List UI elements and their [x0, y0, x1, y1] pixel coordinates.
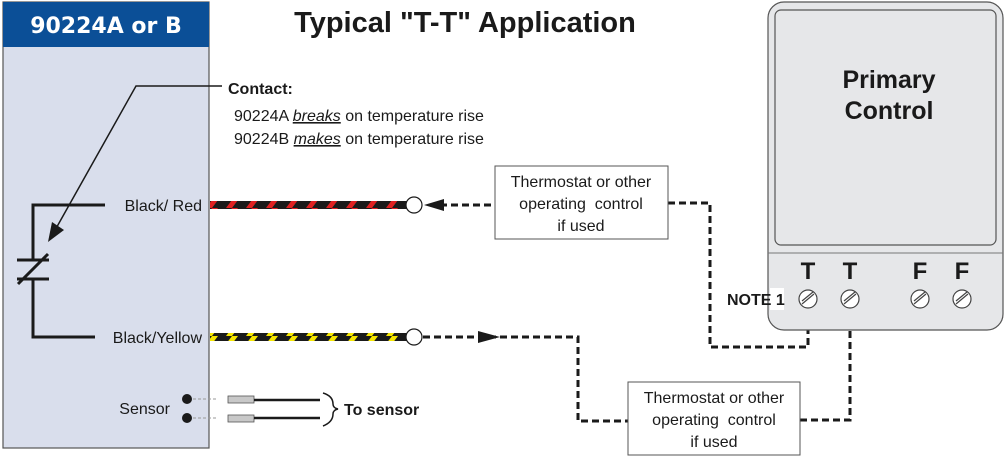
svg-text:if used: if used: [557, 218, 604, 235]
switch-circuit: [16, 203, 105, 339]
arrow-left-icon: [424, 199, 444, 211]
primary-control-title-2: Control: [845, 97, 934, 125]
sensor-connection: Sensor To sensor: [119, 392, 419, 427]
contact-line-b: 90224B makes on temperature rise: [234, 131, 484, 148]
wire-label-black-yellow: Black/Yellow: [113, 330, 203, 347]
brace-icon: [322, 392, 339, 427]
device-model-label: 90224A or B: [30, 14, 182, 39]
contact-heading: Contact:: [228, 81, 293, 98]
svg-text:operating control: operating control: [652, 412, 776, 429]
device-panel: 90224A or B: [2, 1, 210, 449]
svg-text:operating control: operating control: [519, 196, 643, 213]
screw-terminal-icon: [840, 289, 860, 309]
optional-control-lower: Thermostat or other operating control if…: [627, 381, 801, 456]
sensor-terminal-icon: [182, 413, 192, 423]
contact-leader-line: [53, 85, 222, 233]
svg-text:if used: if used: [690, 434, 737, 451]
terminal-label-f1: F: [913, 258, 928, 285]
wire-terminal-upper: [405, 196, 423, 214]
device-header: [3, 2, 209, 47]
thermal-switch-icon: [16, 252, 50, 286]
field-wiring: [423, 201, 852, 423]
to-sensor-label: To sensor: [344, 402, 419, 419]
svg-text:Thermostat or other: Thermostat or other: [511, 174, 652, 191]
screw-terminal-icon: [798, 289, 818, 309]
primary-control: Primary Control T T F F NOTE 1: [727, 1, 1004, 331]
wire-black-red: [210, 201, 408, 209]
device-body: [2, 1, 210, 449]
terminal-label-f2: F: [955, 258, 970, 285]
wire-terminal-lower: [405, 328, 423, 346]
terminal-label-t2: T: [843, 258, 858, 285]
optional-control-upper: Thermostat or other operating control if…: [494, 165, 669, 240]
diagram-title: Typical "T-T" Application: [294, 7, 636, 39]
terminal-label-t1: T: [801, 258, 816, 285]
arrow-head-icon: [48, 222, 64, 242]
wire-black-yellow: [210, 333, 408, 341]
svg-text:Thermostat or other: Thermostat or other: [644, 390, 785, 407]
screw-terminal-icon: [952, 289, 972, 309]
wire-label-black-red: Black/ Red: [125, 198, 202, 215]
contact-line-a: 90224A breaks on temperature rise: [234, 108, 484, 125]
primary-control-title-1: Primary: [842, 66, 935, 94]
arrow-right-icon: [478, 331, 500, 343]
contact-note: Contact: 90224A breaks on temperature ri…: [48, 81, 484, 242]
sensor-terminal-icon: [182, 394, 192, 404]
screw-terminal-icon: [910, 289, 930, 309]
note-label: NOTE 1: [727, 292, 785, 309]
sensor-label: Sensor: [119, 401, 170, 418]
